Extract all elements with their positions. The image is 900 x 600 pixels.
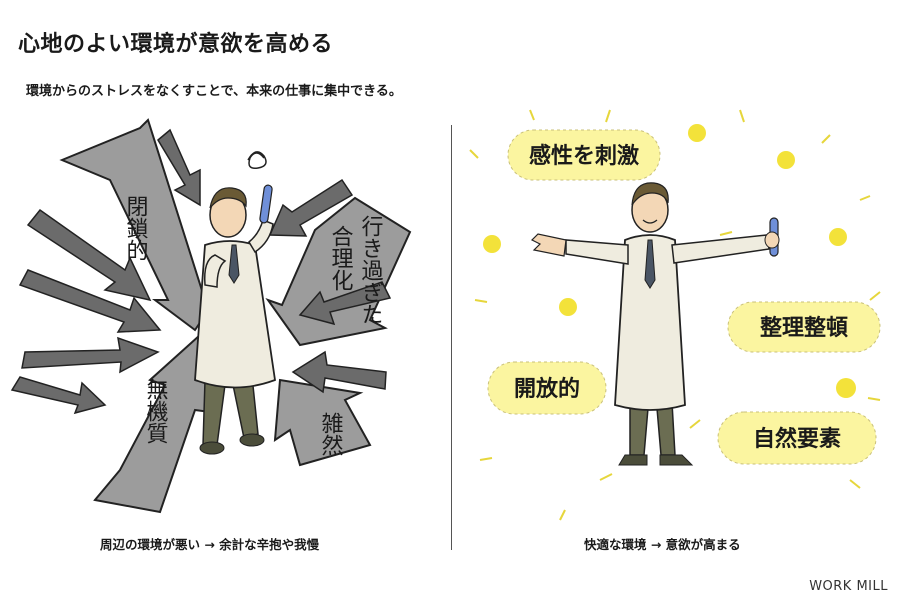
page-subtitle: 環境からのストレスをなくすことで、本来の仕事に集中できる。 [26, 84, 402, 99]
stressed-scientist [194, 151, 276, 455]
label-closed-vertical: 閉鎖的 [123, 195, 149, 261]
bubble-open-text: 開放的 [514, 376, 580, 402]
sparkle-lines [469, 109, 881, 521]
sparkle-bursts [483, 124, 856, 398]
bubble-natural-text: 自然要素 [753, 426, 841, 452]
right-caption: 快適な環境 → 意欲が高まる [584, 537, 741, 552]
bubble-stimulate-text: 感性を刺激 [529, 143, 639, 169]
panel-divider [451, 125, 452, 550]
small-arrows [10, 128, 392, 415]
left-illustration: 閉鎖的 合理化 行き過ぎた 無機質 雑然 [10, 118, 412, 514]
bubble-open: 開放的 [487, 361, 607, 415]
label-inorganic-vertical: 無機質 [143, 378, 169, 444]
bubble-tidy: 整理整頓 [727, 301, 881, 353]
left-caption: 周辺の環境が悪い → 余計な辛抱や我慢 [100, 537, 320, 552]
label-rational-vertical: 合理化 [328, 225, 354, 291]
brand-logo: WORK MILL [809, 579, 888, 594]
happy-scientist [530, 182, 780, 466]
bubble-stimulate: 感性を刺激 [507, 129, 661, 181]
label-too-far-vertical: 行き過ぎた [358, 215, 384, 325]
label-messy-vertical: 雑然 [318, 412, 344, 456]
bubble-natural: 自然要素 [717, 411, 877, 465]
page-title: 心地のよい環境が意欲を高める [18, 32, 334, 57]
right-illustration: 感性を刺激 整理整頓 開放的 自然要素 [469, 109, 881, 521]
bubble-tidy-text: 整理整頓 [760, 315, 848, 341]
arrow-rational [265, 196, 412, 347]
